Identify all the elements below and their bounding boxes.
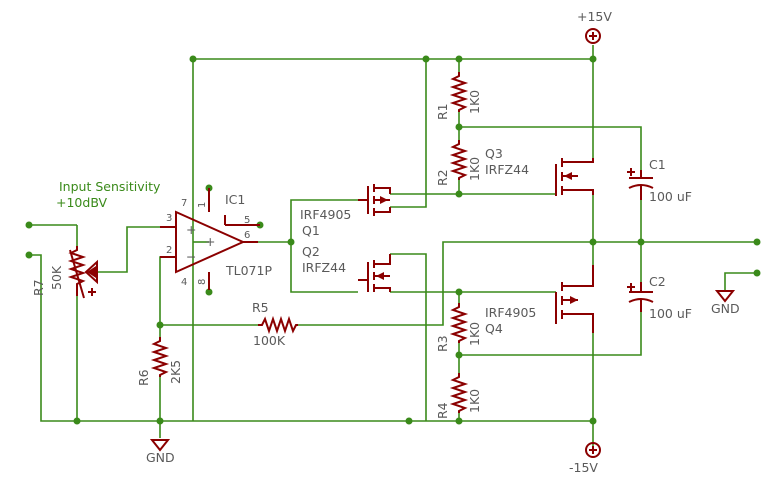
- svg-text:R6: R6: [136, 369, 151, 386]
- ic1-value: TL071P: [225, 263, 272, 278]
- capacitor-c1: C1 100 uF: [627, 157, 692, 204]
- svg-text:R2: R2: [435, 169, 450, 186]
- svg-text:−: −: [186, 249, 196, 264]
- ic1-ref: IC1: [225, 192, 245, 207]
- supply-pos-label: +15V: [577, 9, 612, 24]
- svg-text:Q4: Q4: [485, 321, 503, 336]
- svg-text:R3: R3: [435, 335, 450, 352]
- svg-text:1K0: 1K0: [467, 389, 482, 413]
- svg-text:R5: R5: [252, 300, 269, 315]
- svg-text:C1: C1: [649, 157, 666, 172]
- mosfet-q2: Q2 IRFZ44: [302, 244, 391, 292]
- resistor-r4: R4 1K0: [435, 373, 482, 419]
- svg-text:50K: 50K: [49, 265, 64, 290]
- svg-text:IRF4905: IRF4905: [300, 207, 351, 222]
- svg-text:2K5: 2K5: [168, 360, 183, 384]
- mosfet-q4: IRF4905 Q4: [485, 265, 594, 336]
- svg-text:C2: C2: [649, 274, 666, 289]
- svg-text:8: 8: [197, 279, 208, 285]
- svg-text:2: 2: [166, 245, 172, 256]
- junctions: [25, 55, 761, 425]
- input-sensitivity-level: +10dBV: [56, 195, 108, 210]
- svg-text:3: 3: [166, 213, 172, 224]
- supply-neg-label: -15V: [569, 460, 598, 475]
- resistor-r5: R5 100K: [252, 300, 298, 348]
- potentiometer-r7: R7 50K Input Sensitivity +10dBV: [31, 179, 161, 299]
- resistor-r6: R6 2K5: [136, 337, 183, 386]
- supply-pos-symbol: +15V: [577, 9, 612, 44]
- gnd-symbol-left: GND: [146, 439, 175, 465]
- opamp-ic1: + − + 7 3 2 4 8 1 5 6 IC1 TL071P: [160, 188, 272, 290]
- svg-text:IRF4905: IRF4905: [485, 305, 536, 320]
- svg-text:100K: 100K: [253, 333, 286, 348]
- svg-text:IRFZ44: IRFZ44: [485, 162, 529, 177]
- svg-text:7: 7: [181, 198, 187, 209]
- svg-text:Q1: Q1: [302, 223, 320, 238]
- gnd-label-left: GND: [146, 450, 175, 465]
- svg-text:4: 4: [181, 277, 187, 288]
- svg-text:1K0: 1K0: [467, 322, 482, 346]
- svg-text:6: 6: [244, 230, 250, 241]
- wires: [29, 45, 757, 447]
- resistor-r1: R1 1K0: [435, 72, 482, 120]
- svg-text:IRFZ44: IRFZ44: [302, 260, 346, 275]
- svg-text:+: +: [205, 234, 215, 249]
- svg-text:R1: R1: [435, 103, 450, 120]
- svg-text:1: 1: [197, 202, 208, 208]
- svg-text:Q2: Q2: [302, 244, 320, 259]
- svg-text:R4: R4: [435, 402, 450, 419]
- svg-text:R7: R7: [31, 279, 46, 296]
- svg-text:+: +: [186, 222, 196, 237]
- mosfet-q1: IRF4905 Q1: [300, 184, 391, 238]
- supply-neg-symbol: -15V: [569, 442, 601, 475]
- gnd-symbol-right: GND: [711, 290, 740, 316]
- svg-text:Q3: Q3: [485, 146, 503, 161]
- mosfet-q3: Q3 IRFZ44: [485, 146, 594, 196]
- resistor-r2: R2 1K0: [435, 140, 482, 186]
- input-sensitivity-label: Input Sensitivity: [59, 179, 161, 194]
- svg-text:5: 5: [244, 215, 250, 226]
- svg-text:1K0: 1K0: [467, 157, 482, 181]
- svg-text:100 uF: 100 uF: [649, 306, 692, 321]
- svg-text:100 uF: 100 uF: [649, 189, 692, 204]
- resistor-r3: R3 1K0: [435, 303, 482, 352]
- capacitor-c2: C2 100 uF: [627, 274, 692, 321]
- svg-text:1K0: 1K0: [467, 90, 482, 114]
- gnd-label-right: GND: [711, 301, 740, 316]
